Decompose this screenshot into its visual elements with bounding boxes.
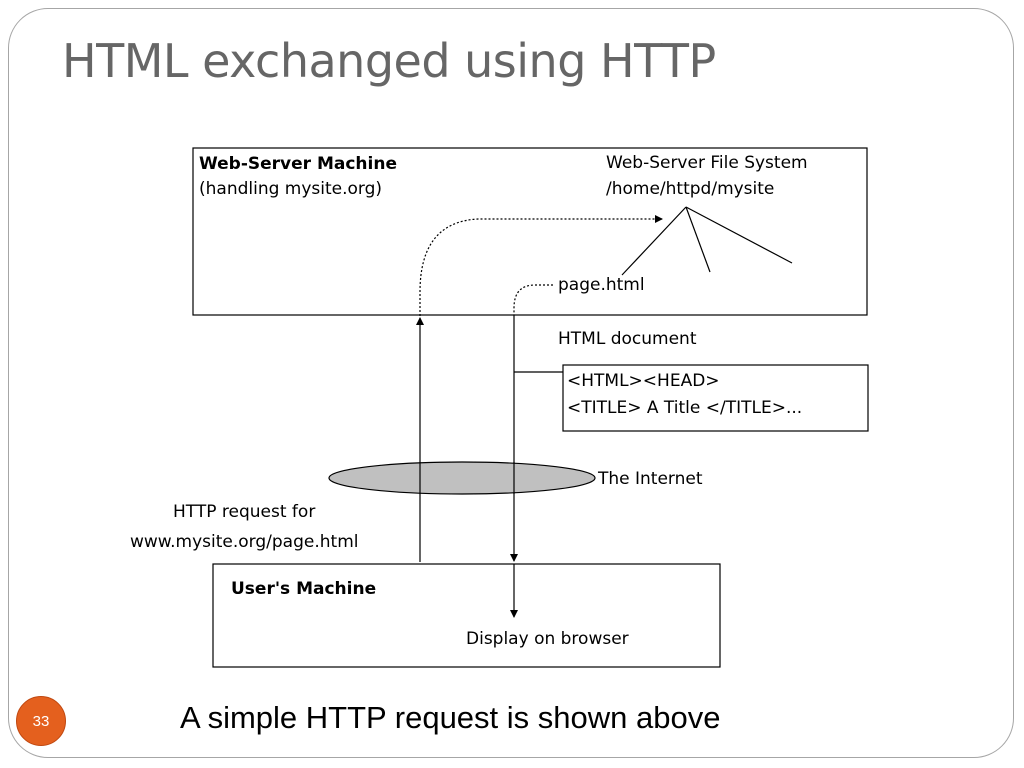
file-system-path: /home/httpd/mysite (606, 179, 774, 199)
internet-ellipse (328, 461, 596, 495)
file-system-label: Web-Server File System (606, 153, 808, 173)
web-server-box (192, 147, 868, 316)
slide-number: 33 (32, 712, 50, 730)
html-document-box (562, 364, 869, 432)
internet-label: The Internet (597, 469, 703, 489)
display-on-browser-label: Display on browser (466, 629, 629, 649)
http-request-line1: HTTP request for (173, 502, 315, 522)
web-server-title: Web-Server Machine (199, 154, 397, 174)
request-lookup-dotted-path (419, 215, 663, 316)
html-document-line2: <TITLE> A Title </TITLE>... (567, 398, 802, 418)
file-tree-branch-middle (685, 206, 711, 273)
http-exchange-diagram: Web-Server Machine (handling mysite.org)… (130, 147, 869, 668)
file-tree-branch-left (621, 206, 687, 276)
web-server-subtitle: (handling mysite.org) (199, 179, 382, 199)
http-request-line2: www.mysite.org/page.html (130, 532, 358, 552)
html-document-label: HTML document (558, 329, 697, 349)
file-tree-branch-right (685, 206, 793, 264)
slide-title: HTML exchanged using HTTP (62, 34, 716, 88)
slide-caption: A simple HTTP request is shown above (180, 700, 721, 735)
users-machine-title: User's Machine (231, 579, 376, 599)
file-response-dotted-path (513, 284, 553, 316)
slide-number-badge: 33 (16, 696, 66, 746)
html-document-line1: <HTML><HEAD> (567, 371, 720, 391)
page-html-label: page.html (558, 275, 645, 295)
slide-frame (8, 8, 1014, 758)
users-machine-box (212, 563, 721, 668)
